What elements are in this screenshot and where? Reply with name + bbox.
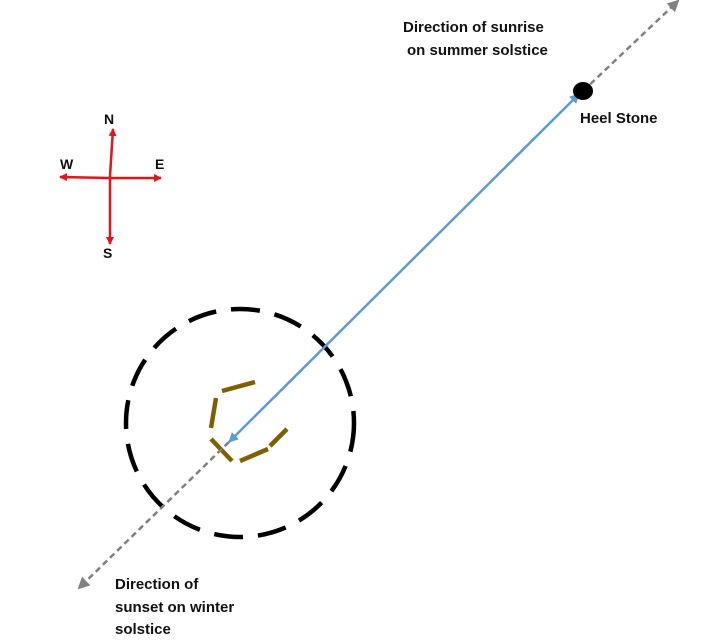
sunset-label-line2: sunset on winter: [115, 599, 235, 616]
heel-stone-label: Heel Stone: [580, 110, 658, 127]
compass-east-label: E: [155, 156, 165, 172]
sunset-label-line1: Direction of: [115, 576, 199, 593]
sunset-label-line3: solstice: [115, 621, 171, 638]
outer-ring: [123, 306, 357, 540]
compass-north-label: N: [104, 111, 115, 127]
heel-stone-marker: [573, 82, 593, 100]
inner-stone-2: [208, 397, 219, 429]
inner-stone-4: [239, 446, 269, 464]
compass-west-arrow: [59, 173, 111, 182]
extension-line-northeast: [582, 0, 680, 92]
compass-rose: [59, 128, 162, 245]
inner-stone-5: [268, 427, 289, 448]
sunrise-label-line2: on summer solstice: [407, 42, 548, 59]
compass-north-arrow: [108, 128, 117, 177]
solstice-axis-arrow: [228, 93, 580, 443]
extension-line-southwest: [77, 441, 230, 590]
compass-west-label: W: [60, 156, 74, 172]
sunrise-label-line1: Direction of sunrise: [403, 19, 544, 36]
compass-south-label: S: [103, 245, 113, 261]
inner-stone-1: [221, 379, 256, 394]
